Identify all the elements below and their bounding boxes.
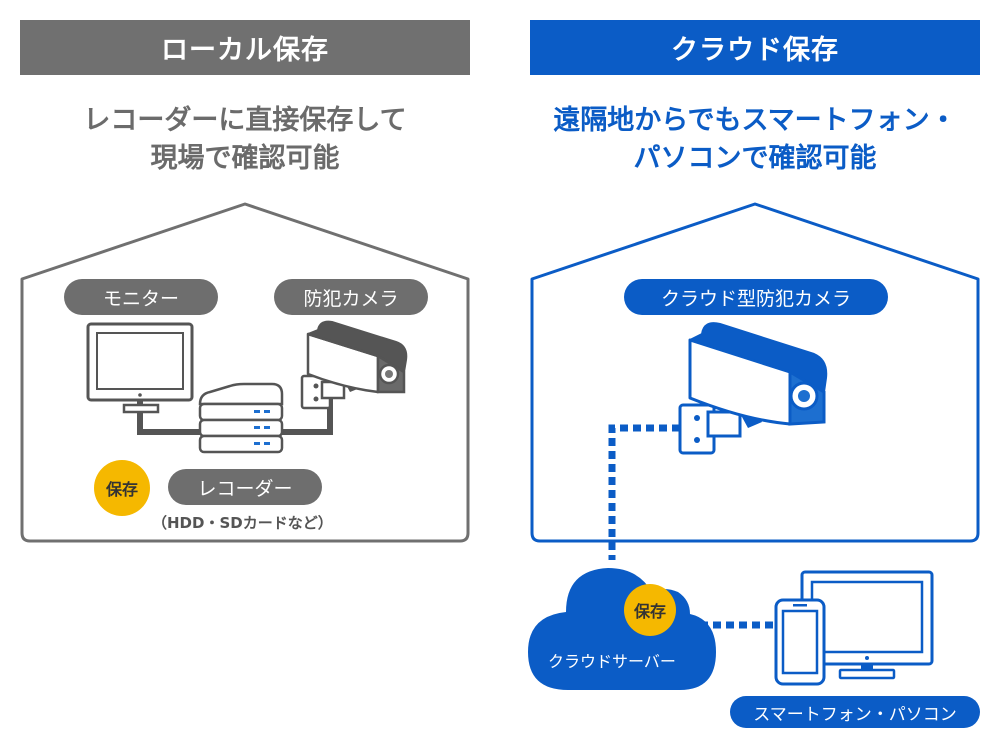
local-storage-title: ローカル保存 (20, 20, 470, 75)
camera-label: 防犯カメラ (274, 279, 428, 315)
cloud-camera-icon (678, 322, 828, 455)
monitor-icon (86, 322, 194, 414)
recorder-icon (198, 382, 284, 454)
recorder-label: レコーダー (168, 469, 322, 505)
cloud-description: 遠隔地からでもスマートフォン・ パソコンで確認可能 (530, 102, 980, 178)
recorder-note: （HDD・SDカードなど） (152, 514, 333, 532)
local-save-badge: 保存 (94, 460, 150, 516)
local-description-line1: レコーダーに直接保存して (83, 105, 407, 136)
security-camera-icon (300, 320, 408, 410)
cloud-save-badge: 保存 (624, 584, 676, 636)
local-description: レコーダーに直接保存して 現場で確認可能 (20, 102, 470, 178)
cloud-description-line2: パソコンで確認可能 (633, 143, 877, 174)
cloud-server-label: クラウドサーバー (548, 652, 676, 671)
monitor-label: モニター (64, 279, 218, 315)
local-house-outline (20, 202, 470, 543)
cloud-house-outline (530, 202, 980, 543)
local-description-line2: 現場で確認可能 (150, 143, 340, 174)
cloud-storage-title: クラウド保存 (530, 20, 980, 75)
devices-label: スマートフォン・パソコン (730, 696, 980, 728)
cloud-camera-label: クラウド型防犯カメラ (624, 279, 888, 315)
smartphone-icon (774, 598, 826, 686)
cloud-description-line1: 遠隔地からでもスマートフォン・ (553, 105, 957, 136)
cloud-connections (608, 424, 776, 629)
pc-monitor-icon (800, 570, 934, 680)
